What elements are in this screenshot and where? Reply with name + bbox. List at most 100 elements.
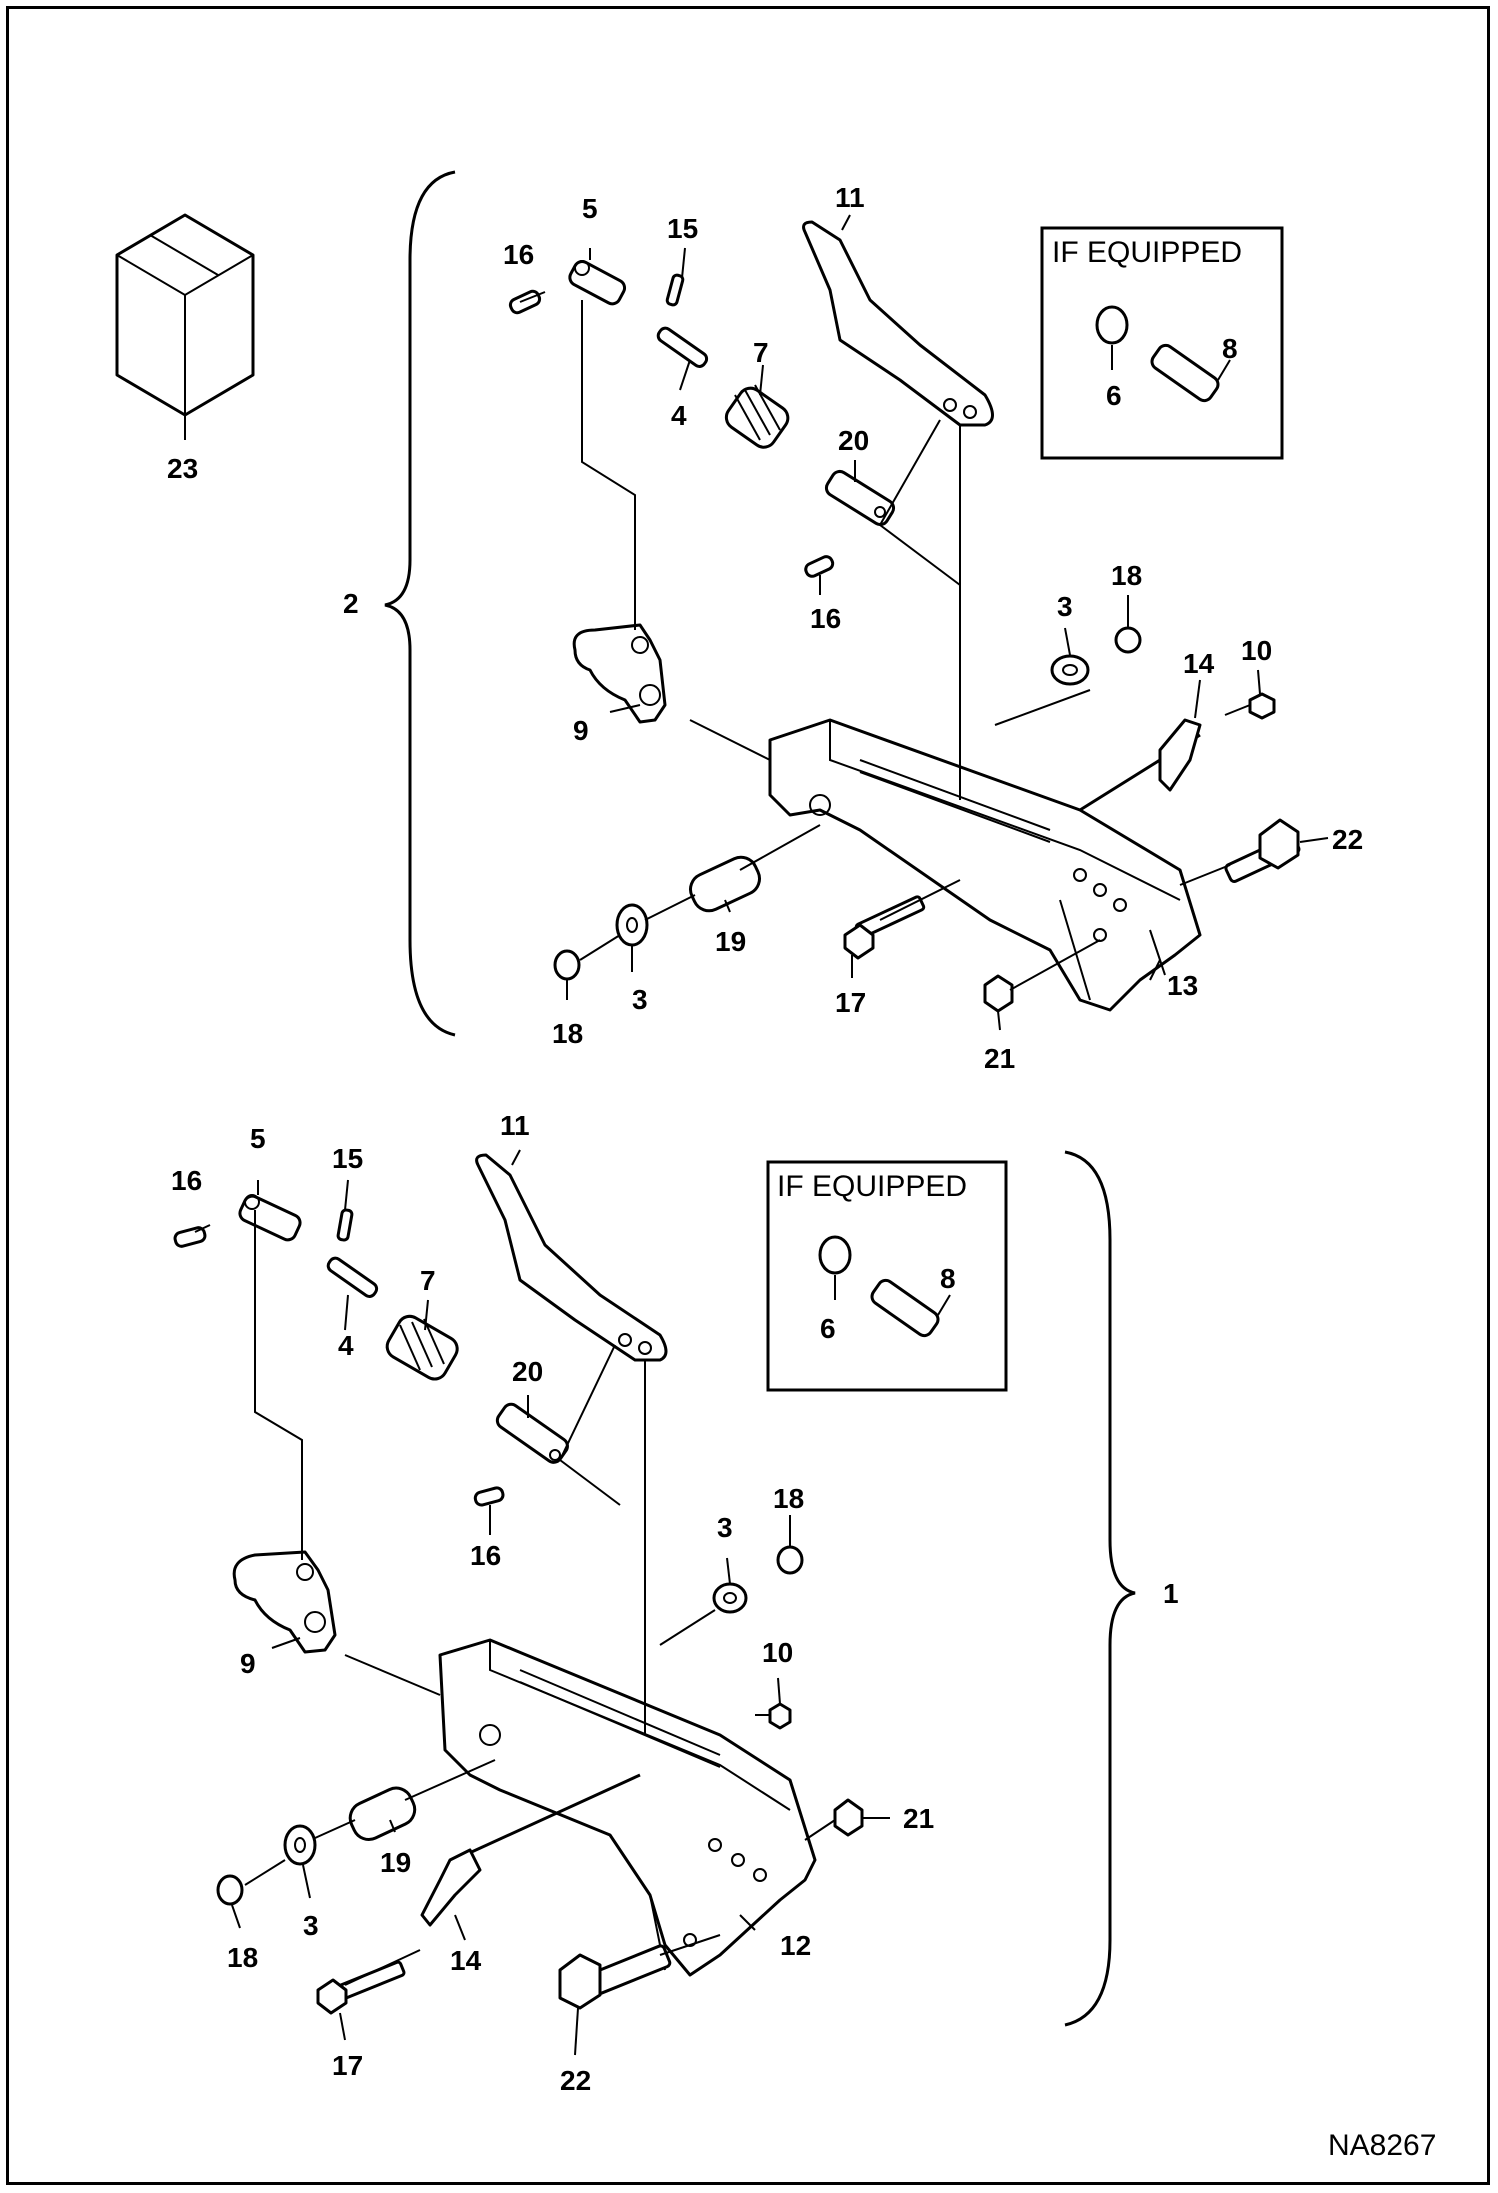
upper-frame-part — [768, 718, 1202, 1012]
kit-label: 23 — [167, 453, 198, 484]
lower-lever-part — [475, 1153, 668, 1362]
lower-nut-10 — [768, 1702, 792, 1730]
lower-callout-22: 22 — [560, 2065, 591, 2096]
lower-callout-10: 10 — [762, 1637, 793, 1668]
lower-callout-3b: 3 — [303, 1910, 319, 1941]
lower-callout-5: 5 — [250, 1123, 266, 1154]
upper-washer-3a — [1050, 654, 1090, 686]
lower-if-equipped-title: IF EQUIPPED — [777, 1170, 967, 1203]
upper-callout-16a: 16 — [503, 239, 534, 270]
lower-if-equipped-box — [766, 1160, 1008, 1392]
upper-bolt-17 — [843, 895, 926, 960]
upper-callout-21: 21 — [984, 1043, 1015, 1074]
upper-opt-label-6: 6 — [1106, 380, 1122, 411]
lower-pin-15 — [336, 1208, 354, 1242]
lower-callout-21: 21 — [903, 1803, 934, 1834]
upper-callout-15: 15 — [667, 213, 698, 244]
upper-callout-18a: 18 — [1111, 560, 1142, 591]
lower-frame-label: 12 — [780, 1930, 811, 1961]
lower-callout-4: 4 — [338, 1330, 354, 1361]
upper-callout-3a: 3 — [1057, 591, 1073, 622]
lower-callout-14: 14 — [450, 1945, 482, 1976]
lower-washer-3a — [712, 1582, 748, 1614]
page-frame — [6, 6, 1490, 2185]
upper-nut-10 — [1248, 692, 1276, 720]
upper-callout-22: 22 — [1332, 824, 1363, 855]
upper-callout-14: 14 — [1183, 648, 1215, 679]
upper-opt-clevis-8 — [1150, 343, 1220, 403]
lower-frame-part — [438, 1638, 817, 1977]
upper-nut-21 — [983, 974, 1014, 1013]
upper-assembly — [384, 170, 1329, 1037]
lower-assembly — [173, 1149, 1136, 2056]
upper-callout-20: 20 — [838, 425, 869, 456]
upper-callout-17: 17 — [835, 987, 866, 1018]
upper-callout-7: 7 — [753, 337, 769, 368]
upper-pin-16b — [804, 555, 835, 578]
upper-callout-10: 10 — [1241, 635, 1272, 666]
lower-pin-16a — [173, 1226, 207, 1248]
lower-callout-7: 7 — [420, 1265, 436, 1296]
lower-callout-3a: 3 — [717, 1512, 733, 1543]
lower-pin-14 — [420, 1773, 641, 1927]
lower-callout-18a: 18 — [773, 1483, 804, 1514]
upper-opt-bushing-6 — [1095, 305, 1129, 345]
upper-opt-label-8: 8 — [1222, 333, 1238, 364]
upper-pin-16a — [508, 289, 542, 315]
lower-callout-9: 9 — [240, 1648, 256, 1679]
document-id: NA8267 — [1328, 2129, 1436, 2162]
upper-pin-15 — [665, 273, 685, 307]
lower-brace — [1064, 1150, 1136, 2027]
lower-callout-20: 20 — [512, 1356, 543, 1387]
upper-rod-4 — [656, 326, 709, 368]
lower-callout-18b: 18 — [227, 1942, 258, 1973]
lower-nut-21 — [833, 1798, 864, 1837]
upper-callout-11: 11 — [835, 182, 865, 213]
lower-callout-17: 17 — [332, 2050, 363, 2081]
lower-callout-19: 19 — [380, 1847, 411, 1878]
upper-bolt-22 — [1224, 818, 1301, 883]
upper-ring-18b — [553, 949, 581, 981]
upper-if-equipped-title: IF EQUIPPED — [1052, 236, 1242, 269]
upper-lever-part — [802, 220, 994, 427]
upper-brace-label: 2 — [343, 588, 359, 619]
lower-callout-15: 15 — [332, 1143, 363, 1174]
upper-callout-19: 19 — [715, 926, 746, 957]
lower-callout-16a: 16 — [171, 1165, 202, 1196]
lower-rod-4 — [326, 1256, 379, 1298]
kit-box — [115, 213, 255, 440]
upper-callout-18b: 18 — [552, 1018, 583, 1049]
upper-clevis-20 — [824, 469, 896, 527]
upper-bushing-19 — [689, 855, 761, 913]
lower-pin-16b — [473, 1486, 505, 1507]
lower-washer-3b — [283, 1824, 317, 1866]
upper-spring-7 — [724, 384, 790, 449]
upper-callout-3b: 3 — [632, 984, 648, 1015]
upper-washer-3b — [615, 903, 649, 947]
upper-callout-16b: 16 — [810, 603, 841, 634]
lower-ring-18b — [216, 1874, 244, 1906]
upper-frame-label: 13 — [1167, 970, 1198, 1001]
upper-if-equipped-box — [1040, 226, 1284, 460]
upper-callout-5: 5 — [582, 193, 598, 224]
lower-opt-bushing-6 — [818, 1235, 852, 1275]
lower-clevis-5 — [238, 1194, 302, 1242]
lower-callout-11: 11 — [500, 1110, 530, 1141]
lower-opt-label-8: 8 — [940, 1263, 956, 1294]
lower-spring-7 — [385, 1314, 459, 1381]
upper-callout-4: 4 — [671, 400, 687, 431]
lower-bushing-19 — [348, 1786, 417, 1841]
upper-brace — [384, 170, 456, 1037]
lower-bolt-22 — [558, 1944, 672, 2010]
upper-pin-14 — [1079, 718, 1202, 812]
upper-clevis-part — [568, 260, 627, 306]
lower-opt-clevis-8 — [870, 1278, 940, 1338]
upper-latch-part — [572, 623, 667, 724]
upper-callout-9: 9 — [573, 715, 589, 746]
lower-brace-label: 1 — [1163, 1578, 1179, 1609]
lower-opt-label-6: 6 — [820, 1313, 836, 1344]
lower-callout-16b: 16 — [470, 1540, 501, 1571]
lower-ring-18a — [776, 1545, 804, 1575]
lower-bolt-17 — [316, 1960, 406, 2015]
